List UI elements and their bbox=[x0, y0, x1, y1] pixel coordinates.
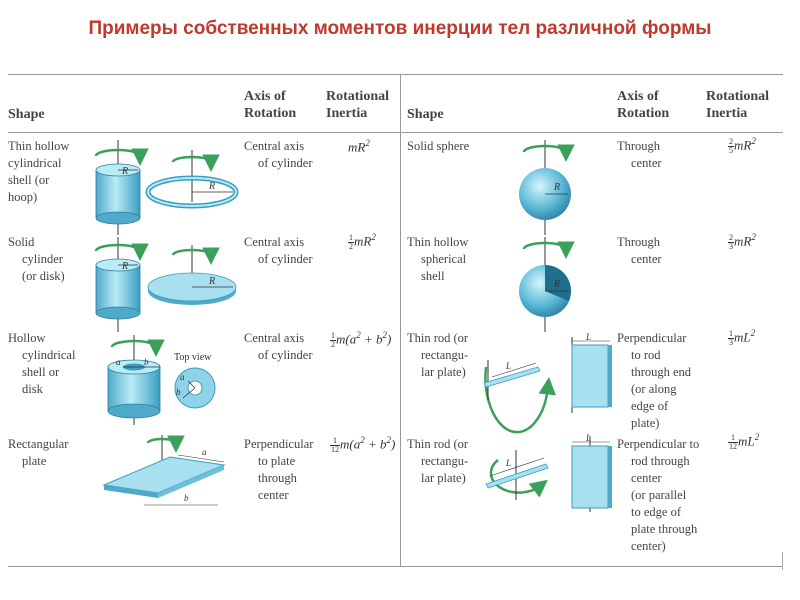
column-divider bbox=[400, 74, 401, 566]
svg-text:a: a bbox=[180, 372, 185, 382]
label-R: R bbox=[121, 166, 128, 177]
table-top-rule bbox=[8, 74, 783, 75]
svg-text:a: a bbox=[202, 447, 207, 457]
slide-corner-mark bbox=[782, 552, 783, 570]
svg-text:R: R bbox=[208, 276, 215, 287]
svg-text:a: a bbox=[116, 357, 121, 367]
table-bottom-rule bbox=[8, 566, 783, 567]
hoop-ring-figure: R bbox=[145, 150, 239, 209]
svg-text:L: L bbox=[505, 458, 511, 468]
plate-center-figure: L bbox=[571, 433, 612, 512]
hollow-sphere-figure: R bbox=[519, 237, 575, 332]
svg-text:R: R bbox=[553, 182, 560, 193]
svg-text:b: b bbox=[184, 493, 189, 503]
shape-solid-sphere: Solid sphere bbox=[407, 139, 470, 153]
header-shape-left: Shape bbox=[8, 107, 45, 122]
page-title: Примеры собственных моментов инерции тел… bbox=[88, 18, 712, 39]
hollow-cylinder-figure: a b bbox=[107, 335, 165, 425]
plate-end-figure: L bbox=[571, 332, 612, 413]
solid-disk-figure: R bbox=[147, 245, 237, 305]
svg-text:L: L bbox=[585, 332, 591, 342]
svg-text:b: b bbox=[144, 357, 149, 367]
svg-text:L: L bbox=[505, 361, 511, 371]
top-view-label: Top view bbox=[174, 352, 212, 363]
hoop-cylinder-figure: R bbox=[94, 140, 149, 235]
header-rule bbox=[8, 132, 783, 133]
formula-hoop: mR2 bbox=[348, 138, 370, 155]
solid-cylinder-figure: R bbox=[94, 237, 149, 332]
rectangular-plate-figure: a b bbox=[102, 435, 226, 506]
svg-text:R: R bbox=[553, 279, 560, 290]
solid-sphere-figure: R bbox=[519, 140, 575, 235]
rod-center-figure: L bbox=[485, 450, 549, 500]
svg-text:R: R bbox=[208, 181, 215, 192]
svg-text:R: R bbox=[121, 261, 128, 272]
svg-text:b: b bbox=[176, 387, 181, 397]
svg-text:L: L bbox=[585, 433, 591, 443]
hollow-top-view-figure: Top view a b bbox=[174, 352, 216, 409]
header-shape-right: Shape bbox=[407, 107, 444, 122]
rod-end-figure: L bbox=[483, 360, 556, 434]
